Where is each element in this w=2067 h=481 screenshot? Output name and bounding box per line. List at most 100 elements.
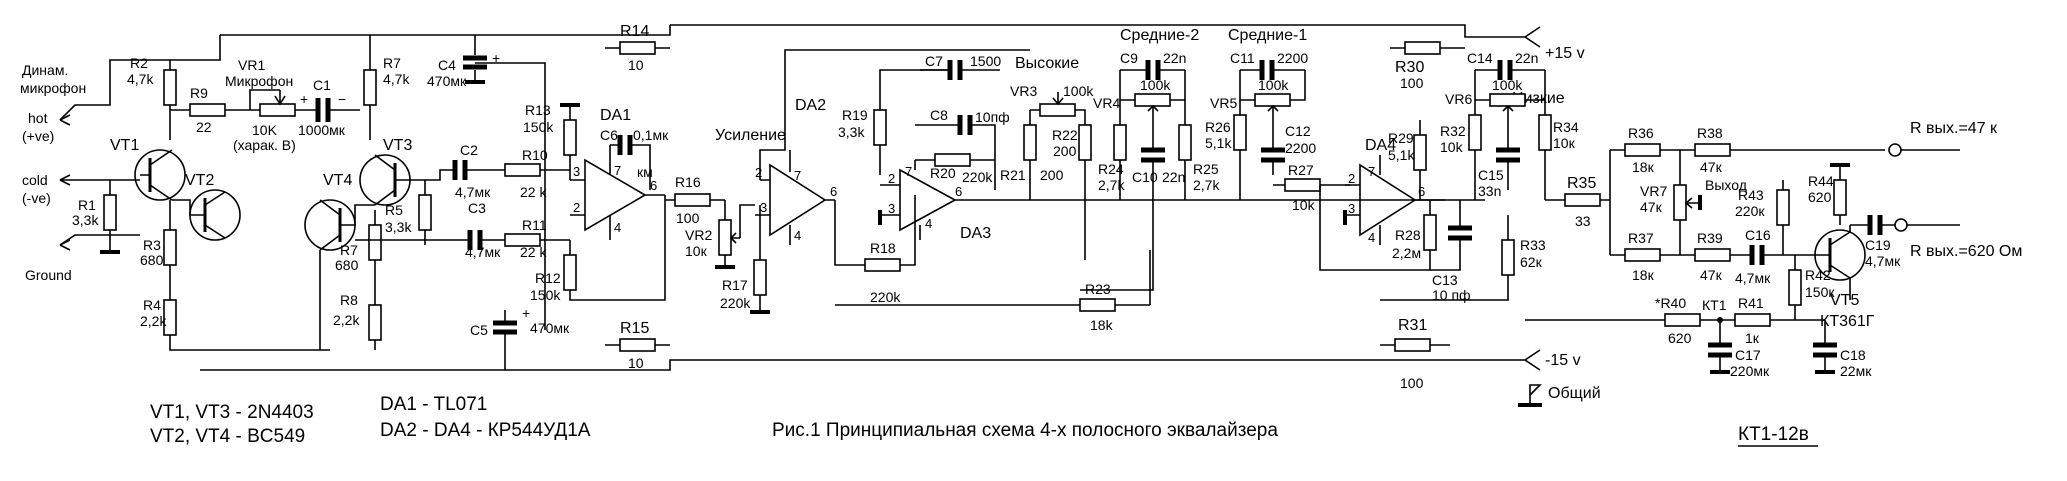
c1-plus: + — [300, 91, 308, 107]
resistor-r11 — [490, 233, 570, 247]
resistor-r24 — [1113, 100, 1127, 200]
r36-label: R36 — [1628, 125, 1654, 141]
vr6-label: VR6 — [1445, 91, 1472, 107]
resistor-r44 — [1830, 163, 1850, 225]
capacitor-c6 — [610, 135, 651, 190]
r42-value: 150к — [1805, 284, 1835, 300]
kt1-label: КТ1 — [1702, 297, 1727, 313]
r30-value: 100 — [1400, 75, 1424, 91]
output-jack-high — [1888, 143, 1960, 157]
c6-value: 0,1мк — [633, 127, 669, 143]
r30-label: R30 — [1395, 59, 1424, 76]
resistor-r7-top — [363, 35, 377, 140]
capacitor-c13 — [1430, 200, 1472, 271]
r2-value: 4,7k — [127, 71, 154, 87]
resistor-r40 — [1525, 313, 1720, 327]
high-section-label: Высокие — [1015, 55, 1079, 72]
input-connectors — [59, 35, 221, 251]
r4-value: 2,2k — [140, 313, 167, 329]
da1-pin4: 4 — [614, 220, 621, 235]
r7a-value: 4,7k — [383, 71, 410, 87]
hot-label: hot — [28, 110, 48, 126]
c8-label: C8 — [930, 107, 948, 123]
c1-label: C1 — [313, 77, 331, 93]
output-low-label: R вых.=620 Ом — [1910, 243, 2022, 260]
c17-label: C17 — [1735, 347, 1761, 363]
da1-pin7: 7 — [614, 163, 621, 178]
neg-rail-label: -15 v — [1545, 352, 1581, 369]
r1-label: R1 — [78, 197, 96, 213]
r16-value: 100 — [676, 210, 700, 226]
da2-pin6: 6 — [830, 184, 837, 199]
resistor-r41 — [1717, 313, 1795, 327]
r44-value: 620 — [1808, 189, 1832, 205]
c13-label: C13 — [1432, 272, 1458, 288]
r37-label: R37 — [1628, 230, 1654, 246]
da2-pin2: 2 — [755, 165, 762, 180]
r40-label: *R40 — [1655, 295, 1686, 311]
resistor-r4 — [163, 290, 330, 351]
da4-pin3: 3 — [1348, 201, 1355, 216]
capacitor-c15 — [1496, 115, 1520, 190]
r39-value: 47к — [1700, 267, 1723, 283]
resistor-r20 — [915, 153, 995, 167]
resistor-r5 — [418, 180, 432, 245]
c10-value: 22n — [1162, 169, 1185, 185]
r28-value: 2,2м — [1392, 245, 1421, 261]
vr7-label: VR7 — [1640, 183, 1667, 199]
r35-label: R35 — [1567, 175, 1596, 192]
resistor-r31 — [1380, 338, 1450, 352]
transistor-vt5 — [1795, 225, 1866, 300]
vr3-value: 100k — [1063, 83, 1094, 99]
capacitor-c16 — [1745, 245, 1795, 265]
c1-minus: − — [338, 91, 346, 107]
c9-label: C9 — [1120, 50, 1138, 66]
capacitor-c3 — [355, 230, 490, 250]
r26-label: R26 — [1205, 119, 1231, 135]
r23-value: 18k — [1090, 317, 1114, 333]
c16-value: 4,7мк — [1735, 270, 1771, 286]
r17-value: 220k — [720, 295, 751, 311]
resistor-r14 — [605, 41, 670, 55]
resistor-r23 — [835, 250, 1151, 312]
output-high-label: R вых.=47 к — [1910, 120, 1998, 137]
vr4-label: VR4 — [1093, 95, 1120, 111]
resistor-r29 — [1413, 120, 1427, 200]
common-ground-symbol — [1518, 384, 1542, 407]
r25-label: R25 — [1193, 161, 1219, 177]
output-jack-low — [1894, 218, 1960, 232]
vr1-name: Микрофон — [225, 73, 293, 89]
vt1-label: VT1 — [110, 137, 139, 154]
da2-pin3: 3 — [760, 200, 767, 215]
c18-value: 22мк — [1840, 363, 1872, 379]
resistor-r15 — [605, 338, 670, 352]
da2-label: DA2 — [795, 97, 826, 114]
kt1-note: КТ1-12в — [1738, 424, 1809, 445]
da2-pin4: 4 — [794, 228, 801, 243]
da3-pin6: 6 — [955, 184, 962, 199]
r13-value: 150k — [523, 119, 554, 135]
c9-value: 22n — [1163, 50, 1186, 66]
da1-pin3: 3 — [573, 164, 580, 179]
c16-label: C16 — [1745, 227, 1771, 243]
resistor-r28 — [1319, 185, 1437, 271]
c12-value: 2200 — [1285, 140, 1316, 156]
da1-note: км — [637, 164, 653, 180]
vr5-value: 100k — [1258, 77, 1289, 93]
resistor-r8 — [319, 250, 382, 350]
pot-vr1 — [249, 89, 305, 117]
r3-value: 680 — [140, 252, 164, 268]
vr2-label: VR2 — [685, 227, 712, 243]
c15-label: C15 — [1478, 167, 1504, 183]
r13-label: R13 — [525, 102, 551, 118]
da3-pin2: 2 — [888, 171, 895, 186]
r35-value: 33 — [1575, 213, 1591, 229]
capacitor-c7 — [920, 60, 1000, 80]
r12-label: R12 — [535, 270, 561, 286]
legend-line-2: VT2, VT4 - BC549 — [150, 426, 305, 447]
r2-label: R2 — [130, 55, 148, 71]
capacitor-c2 — [410, 160, 480, 181]
vr5-label: VR5 — [1210, 95, 1237, 111]
r24-label: R24 — [1098, 161, 1124, 177]
vt5-type: КТ361Г — [1820, 313, 1875, 330]
